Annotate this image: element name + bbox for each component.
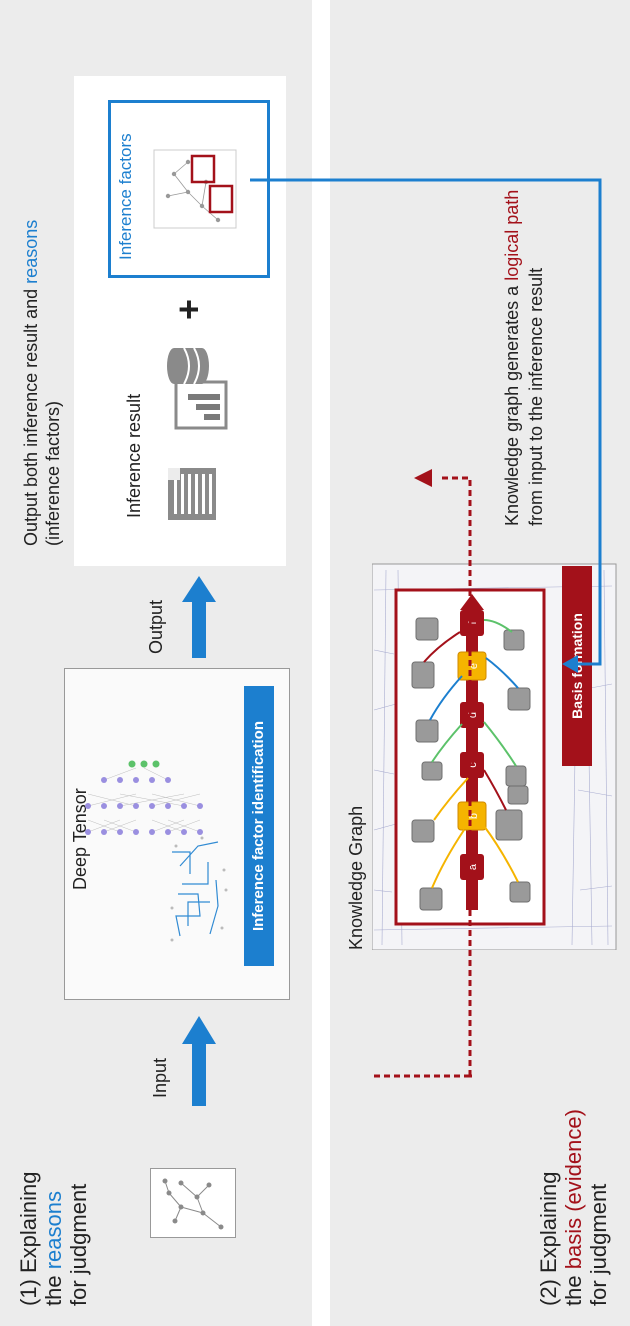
input-graph-thumbnail [150, 1168, 236, 1238]
inference-factors-graph [153, 149, 237, 229]
path-node-c: c [467, 762, 479, 768]
path-node-a: a [467, 863, 479, 870]
chart-database-icon [167, 347, 228, 430]
path-node-b: b [468, 813, 480, 819]
path-node-e: e [468, 663, 480, 669]
path-node-d: d [467, 712, 479, 718]
document-icon [168, 468, 216, 520]
output-arrow [182, 576, 216, 658]
input-arrow [182, 1016, 216, 1106]
knowledge-graph-panel: a b c d e f [372, 563, 617, 950]
path-node-f: f [467, 621, 479, 625]
input-graph-icon [162, 1178, 224, 1230]
deep-tensor-network [85, 760, 228, 942]
